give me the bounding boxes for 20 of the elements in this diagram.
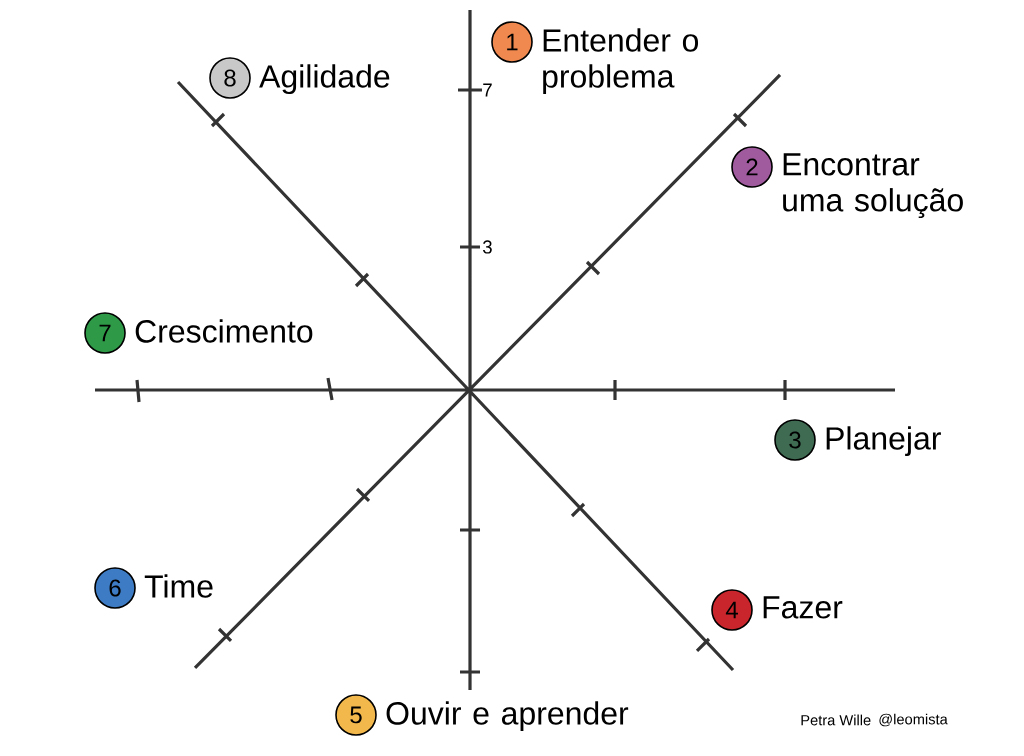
axis-label: Planejar bbox=[826, 426, 941, 457]
axis-label: Time bbox=[144, 574, 213, 598]
number-badge: 8 bbox=[209, 57, 251, 99]
number-badge: 4 bbox=[711, 589, 753, 631]
axis-label: Fazer bbox=[763, 596, 843, 619]
tick-label: 3 bbox=[483, 240, 492, 254]
signature: Petra Wille bbox=[801, 714, 871, 726]
axis-label: Crescimento bbox=[135, 319, 313, 343]
number-badge: 3 bbox=[774, 419, 816, 461]
number-badge: 1 bbox=[491, 21, 533, 63]
number-badge: 6 bbox=[94, 567, 136, 609]
axis-label: Entender o problema bbox=[543, 28, 699, 95]
signature: @leomista bbox=[879, 713, 948, 727]
tick-label: 7 bbox=[483, 83, 492, 97]
axis-label: Agilidade bbox=[259, 64, 390, 95]
number-badge: 7 bbox=[84, 312, 126, 354]
number-badge: 5 bbox=[335, 694, 377, 736]
axis-label: Encontrar uma solução bbox=[783, 153, 963, 219]
axis-label: Ouvir e aprender bbox=[386, 701, 629, 732]
number-badge: 2 bbox=[731, 146, 773, 188]
